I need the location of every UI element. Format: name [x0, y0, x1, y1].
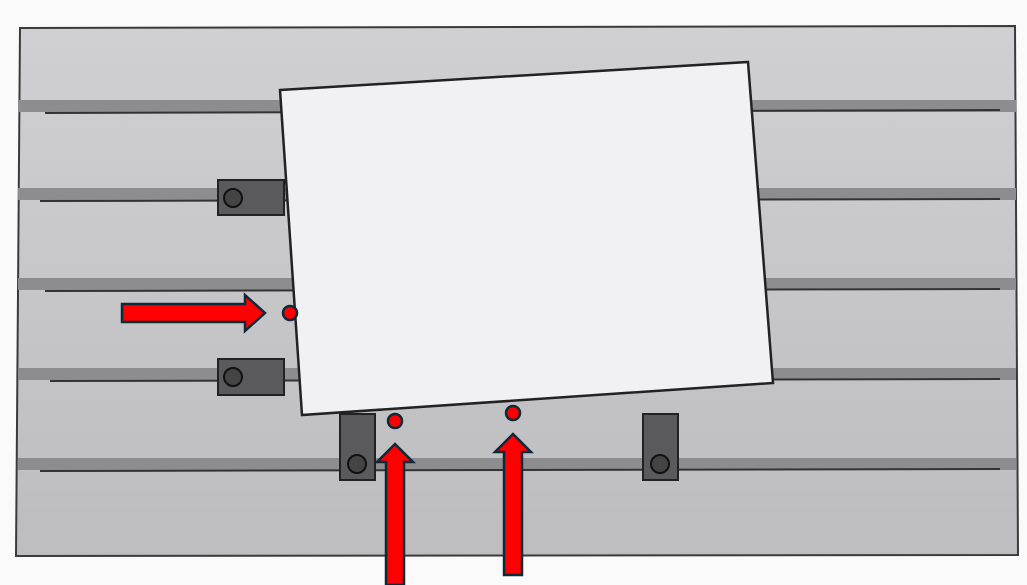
bolt-icon [223, 367, 243, 387]
right-arrow-icon [120, 292, 267, 334]
contact-point-icon [386, 412, 404, 430]
up-arrow-icon [491, 432, 535, 577]
bolt-icon [223, 188, 243, 208]
clamp-left-lower [217, 358, 285, 396]
contact-point-icon [281, 304, 299, 322]
clamp-bottom-right [642, 413, 679, 481]
contact-point-icon [504, 404, 522, 422]
clamp-left-upper [217, 179, 285, 216]
bolt-icon [650, 454, 670, 474]
clamp-bottom-left [339, 413, 376, 481]
bolt-icon [347, 454, 367, 474]
workpiece-plate [278, 60, 775, 417]
up-arrow-icon [373, 442, 417, 585]
